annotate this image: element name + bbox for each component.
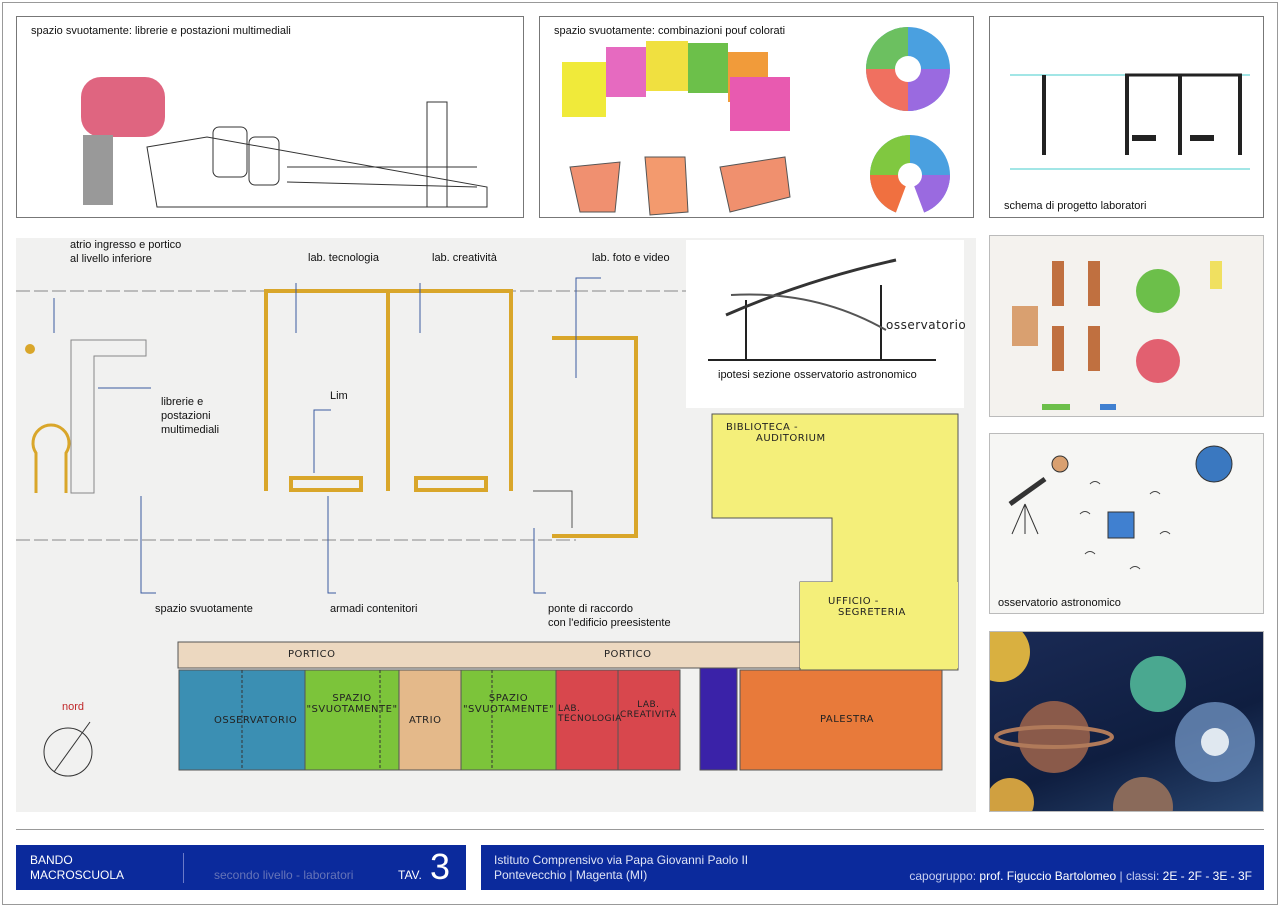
osservatorio-drawing: osservatorio astronomico bbox=[989, 433, 1264, 614]
schema-sketch bbox=[1010, 73, 1250, 170]
istituto-info: Istituto Comprensivo via Papa Giovanni P… bbox=[494, 853, 749, 882]
room-lab-creativita: LAB.CREATIVITÀ bbox=[620, 700, 677, 720]
label-spazio-svuotamente: spazio svuotamente bbox=[155, 603, 253, 615]
space-painting-image bbox=[990, 632, 1255, 811]
label-lab-creativita: lab. creatività bbox=[432, 252, 497, 264]
label-lim: Lim bbox=[330, 390, 348, 402]
plan-drawing bbox=[16, 277, 959, 777]
label-portico-2: PORTICO bbox=[604, 649, 652, 660]
lab-layout-sketch bbox=[1012, 261, 1222, 410]
panel-title: osservatorio astronomico bbox=[998, 597, 1121, 609]
livello-label: secondo livello - laboratori bbox=[214, 868, 354, 882]
room-lab-tecnologia: LAB.TECNOLOGIA bbox=[558, 704, 622, 724]
label-armadi: armadi contenitori bbox=[330, 603, 418, 615]
label-lab-foto: lab. foto e video bbox=[592, 252, 670, 264]
label-nord: nord bbox=[62, 701, 85, 713]
room-atrio: ATRIO bbox=[409, 715, 442, 726]
panel-pouf-sketch: spazio svuotamente: combinazioni pouf co… bbox=[539, 16, 974, 218]
room-osservatorio: OSSERVATORIO bbox=[214, 715, 298, 726]
librerie-sketch bbox=[81, 77, 488, 208]
lab-layout-drawing bbox=[989, 235, 1264, 417]
label-lab-tecnologia: lab. tecnologia bbox=[308, 252, 379, 264]
panel-librerie-sketch: spazio svuotamente: librerie e postazion… bbox=[16, 16, 524, 218]
room-spazio-1: SPAZIO"SVUOTAMENTE" bbox=[306, 693, 398, 715]
panel-title: spazio svuotamente: combinazioni pouf co… bbox=[554, 25, 786, 37]
tav-label: TAV. bbox=[398, 868, 422, 882]
section-sketch bbox=[708, 258, 936, 361]
panel-title: spazio svuotamente: librerie e postazion… bbox=[31, 25, 291, 37]
pouf-sketch bbox=[562, 27, 950, 216]
room-palestra: PALESTRA bbox=[820, 714, 874, 725]
label-biblioteca: BIBLIOTECA -AUDITORIUM bbox=[726, 422, 826, 444]
section-inset: osservatorio ipotesi sezione osservatori… bbox=[686, 240, 967, 408]
space-painting bbox=[989, 631, 1264, 812]
label-ufficio: UFFICIO -SEGRETERIA bbox=[828, 596, 906, 618]
footer-right: Istituto Comprensivo via Papa Giovanni P… bbox=[481, 845, 1264, 890]
label-portico-1: PORTICO bbox=[288, 649, 336, 660]
section-caption: ipotesi sezione osservatorio astronomico bbox=[718, 369, 917, 381]
panel-schema-laboratori: schema di progetto laboratori bbox=[989, 16, 1264, 218]
panel-title: schema di progetto laboratori bbox=[1004, 200, 1147, 212]
room-spazio-2: SPAZIO"SVUOTAMENTE" bbox=[462, 693, 555, 715]
footer-divider bbox=[16, 829, 1264, 830]
tav-number: 3 bbox=[430, 846, 451, 887]
section-hand-label: osservatorio bbox=[886, 318, 967, 332]
footer-separator bbox=[183, 853, 184, 883]
osservatorio-sketch bbox=[1008, 445, 1233, 570]
capogruppo-info: capogruppo: prof. Figuccio Bartolomeo | … bbox=[909, 869, 1252, 883]
